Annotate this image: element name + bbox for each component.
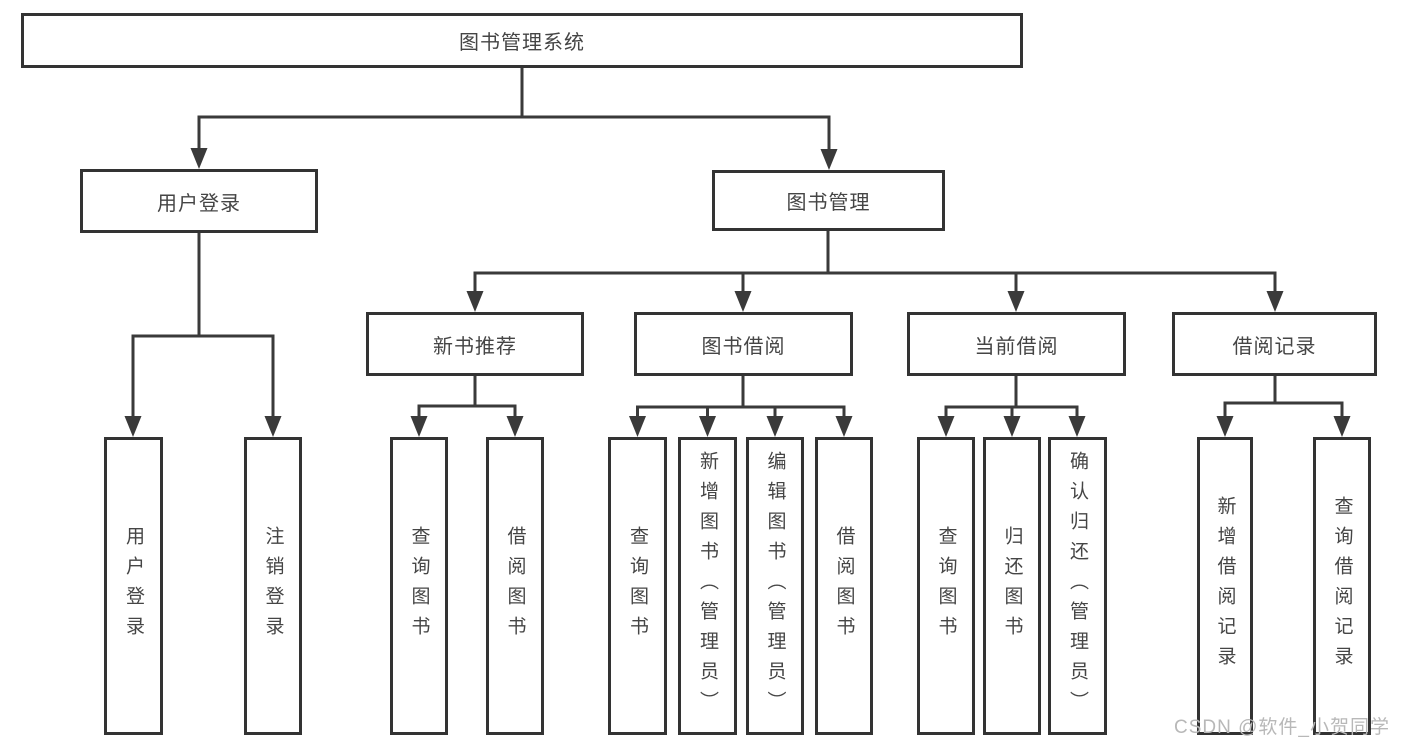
connector-newbookrec-to-leaves — [410, 376, 524, 437]
node-leaf-bb-borrow-book-label: 借阅图书 — [833, 526, 855, 646]
node-leaf-br-query-record: 查询借阅记录 — [1313, 437, 1371, 735]
node-leaf-cb-query-book-label: 查询图书 — [935, 526, 957, 646]
node-new-book-recommend-label: 新书推荐 — [433, 335, 517, 358]
connector-currentborrow-to-leaves — [937, 376, 1086, 437]
node-leaf-bb-add-book-admin-label: 新增图书（管理员） — [697, 451, 718, 721]
node-leaf-bb-edit-book-admin: 编辑图书（管理员） — [746, 437, 804, 735]
node-leaf-br-add-record-label: 新增借阅记录 — [1214, 496, 1236, 676]
connector-userlogin-to-leaves — [124, 233, 282, 437]
connector-bookmgmt-to-level3 — [466, 231, 1284, 312]
node-leaf-user-login: 用户登录 — [104, 437, 163, 735]
node-library-management-system-label: 图书管理系统 — [459, 32, 585, 54]
node-leaf-cb-confirm-return-admin: 确认归还（管理员） — [1048, 437, 1107, 735]
node-leaf-bb-borrow-book: 借阅图书 — [815, 437, 873, 735]
node-book-management: 图书管理 — [712, 170, 945, 231]
node-leaf-br-add-record: 新增借阅记录 — [1197, 437, 1253, 735]
node-borrowing-records: 借阅记录 — [1172, 312, 1377, 376]
node-leaf-logout: 注销登录 — [244, 437, 302, 735]
node-user-login-label: 用户登录 — [157, 192, 241, 215]
connector-root-to-level2 — [190, 66, 838, 170]
node-book-borrowing-label: 图书借阅 — [701, 335, 786, 358]
node-leaf-cb-confirm-return-admin-label: 确认归还（管理员） — [1067, 451, 1088, 721]
node-current-borrowing-label: 当前借阅 — [974, 335, 1059, 358]
connector-borrowrecords-to-leaves — [1216, 376, 1351, 437]
node-leaf-bb-add-book-admin: 新增图书（管理员） — [678, 437, 737, 735]
node-leaf-bb-query-book: 查询图书 — [608, 437, 667, 735]
node-leaf-br-query-record-label: 查询借阅记录 — [1331, 496, 1353, 676]
node-leaf-cb-return-book: 归还图书 — [983, 437, 1041, 735]
node-leaf-nbr-query-book-label: 查询图书 — [408, 526, 430, 646]
node-book-borrowing: 图书借阅 — [634, 312, 853, 376]
node-leaf-user-login-label: 用户登录 — [123, 526, 144, 646]
node-leaf-bb-edit-book-admin-label: 编辑图书（管理员） — [764, 451, 786, 721]
node-leaf-logout-label: 注销登录 — [262, 526, 284, 646]
connector-bookborrow-to-leaves — [629, 376, 853, 437]
node-book-management-label: 图书管理 — [786, 192, 871, 214]
node-library-management-system: 图书管理系统 — [21, 13, 1023, 68]
node-leaf-cb-return-book-label: 归还图书 — [1001, 526, 1023, 646]
node-new-book-recommend: 新书推荐 — [366, 312, 584, 376]
node-leaf-bb-query-book-label: 查询图书 — [627, 526, 648, 646]
csdn-watermark: CSDN @软件_小贺同学 — [1174, 717, 1390, 738]
node-leaf-nbr-query-book: 查询图书 — [390, 437, 448, 735]
node-leaf-nbr-borrow-book: 借阅图书 — [486, 437, 544, 735]
node-borrowing-records-label: 借阅记录 — [1232, 335, 1317, 358]
node-current-borrowing: 当前借阅 — [907, 312, 1126, 376]
node-user-login: 用户登录 — [80, 169, 318, 233]
node-leaf-cb-query-book: 查询图书 — [917, 437, 975, 735]
node-leaf-nbr-borrow-book-label: 借阅图书 — [504, 526, 526, 646]
